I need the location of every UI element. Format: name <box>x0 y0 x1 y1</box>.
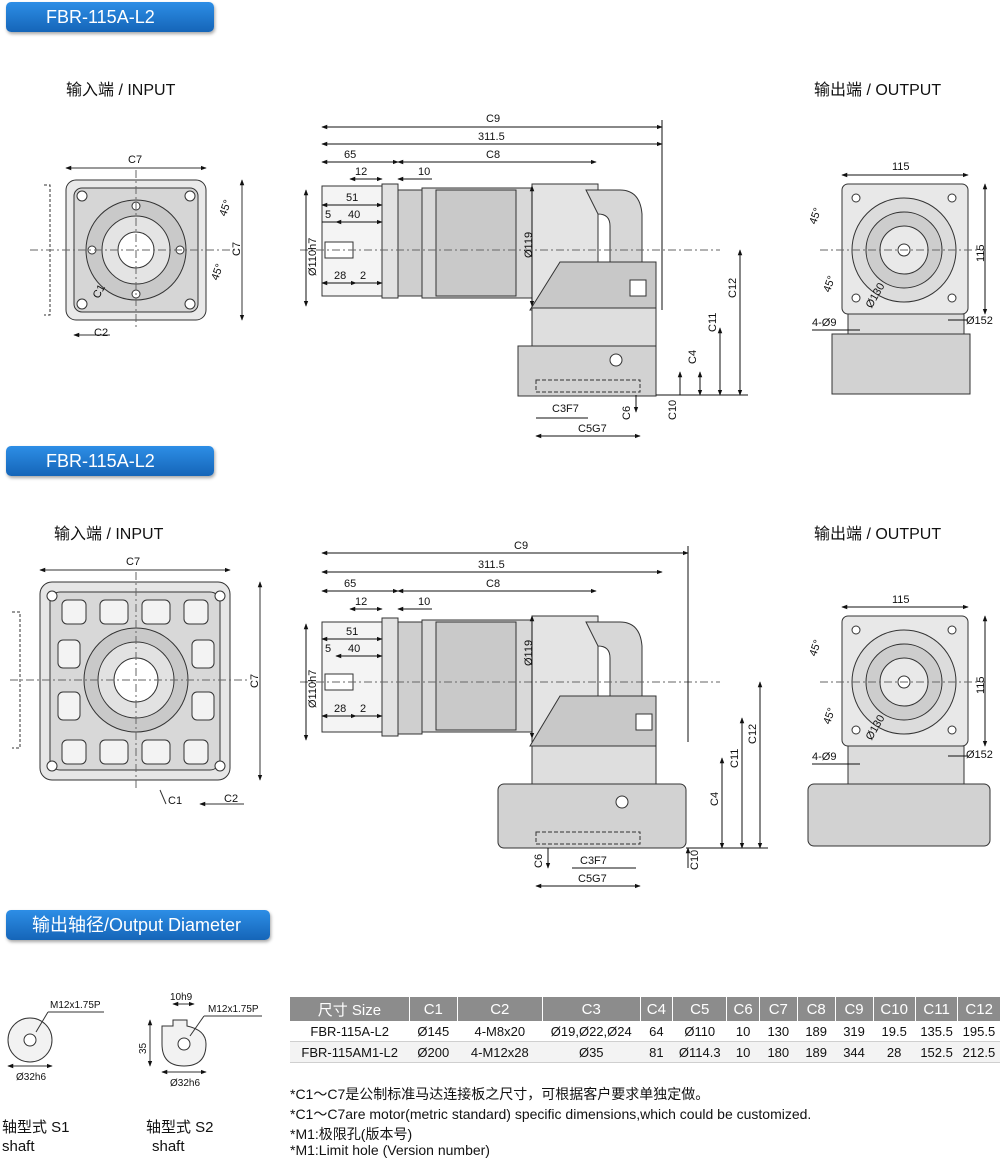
input-view-2 <box>10 567 263 807</box>
dim-c4-1: C4 <box>687 350 699 364</box>
input-label-1: 输入端 / INPUT <box>66 82 176 99</box>
dim-45-d-1: 45° <box>821 274 838 294</box>
dim-10-2: 10 <box>418 596 430 608</box>
dim-45-a-1: 45° <box>217 198 234 218</box>
dim-c3f7-2: C3F7 <box>580 855 607 867</box>
dim-c6-2: C6 <box>533 854 545 868</box>
shaft-s2-label: 轴型式 S2 shaft <box>146 1119 214 1155</box>
dim-45-d-2: 45° <box>821 706 838 726</box>
dim-c1-2: C1 <box>168 795 182 807</box>
output-diameter-title: 输出轴径/Output Diameter <box>6 910 270 940</box>
dim-115-side-1: 115 <box>975 244 987 262</box>
dim-10-1: 10 <box>418 166 430 178</box>
s2-dia: Ø32h6 <box>170 1078 200 1089</box>
output-view-2 <box>807 604 991 847</box>
spec-table: 尺寸 Size C1 C2 C3 C4 C5 C6 C7 C8 C9 C10 C… <box>290 997 1000 1063</box>
dim-311-1: 311.5 <box>478 131 505 143</box>
dim-c11-2: C11 <box>729 749 741 768</box>
dim-c12-1: C12 <box>727 278 739 298</box>
section-title-2: FBR-115A-L2 <box>6 446 214 476</box>
dim-65-1: 65 <box>344 149 356 161</box>
input-view-1 <box>30 165 245 338</box>
dim-c3f7-1: C3F7 <box>552 403 579 415</box>
dim-2-2: 2 <box>360 703 366 715</box>
dim-c7-side-2: C7 <box>249 674 261 688</box>
dim-c2-2: C2 <box>224 793 238 805</box>
shaft-s2-drawing <box>147 1001 262 1075</box>
dim-c7-side-1: C7 <box>231 242 243 256</box>
input-label-2: 输入端 / INPUT <box>54 526 164 543</box>
dim-65-2: 65 <box>344 578 356 590</box>
s2-height: 35 <box>138 1042 149 1054</box>
dim-c10-1: C10 <box>667 400 679 420</box>
dim-c4-2: C4 <box>709 792 721 806</box>
dim-c5g7-1: C5G7 <box>578 423 607 435</box>
dim-c5g7-2: C5G7 <box>578 873 607 885</box>
note-2: *C1～C7are motor(metric standard) specifi… <box>290 1106 812 1122</box>
dim-2-1: 2 <box>360 270 366 282</box>
dim-119-2: Ø119 <box>523 640 535 666</box>
dim-152-2: Ø152 <box>966 749 993 761</box>
dim-28-1: 28 <box>334 270 346 282</box>
dim-51-2: 51 <box>346 626 358 638</box>
side-view-2 <box>300 615 720 849</box>
shaft-s1-label: 轴型式 S1 shaft <box>2 1119 70 1155</box>
dim-c9-1: C9 <box>486 113 500 125</box>
dim-c6-1: C6 <box>621 406 633 420</box>
note-1: *C1～C7是公制标准马达连接板之尺寸，可根据客户要求单独定做。 <box>290 1086 710 1102</box>
dim-40-2: 40 <box>348 643 360 655</box>
shaft-s1-drawing <box>7 1011 104 1069</box>
note-3: *M1:极限孔(版本号) <box>290 1126 413 1142</box>
dim-152-1: Ø152 <box>966 315 993 327</box>
dim-c8-2: C8 <box>486 578 500 590</box>
dim-51-1: 51 <box>346 192 358 204</box>
s1-dia: Ø32h6 <box>16 1072 46 1083</box>
dim-311-2: 311.5 <box>478 559 505 571</box>
s1-thread: M12x1.75P <box>50 1000 101 1011</box>
dim-45-c-2: 45° <box>807 638 824 658</box>
dim-holes-2: 4-Ø9 <box>812 751 836 763</box>
dim-28-2: 28 <box>334 703 346 715</box>
side-dims-2 <box>303 546 768 889</box>
dim-115-top-1: 115 <box>892 161 910 173</box>
dim-c11-1: C11 <box>707 313 719 332</box>
s2-thread: M12x1.75P <box>208 1004 259 1015</box>
dim-c2-1: C2 <box>94 327 108 339</box>
side-dims-1 <box>303 120 748 439</box>
section-title-1: FBR-115A-L2 <box>6 2 214 32</box>
output-view-1 <box>812 172 988 395</box>
dim-12-2: 12 <box>355 596 367 608</box>
dim-115-top-2: 115 <box>892 594 910 606</box>
dim-c7-top-2: C7 <box>126 556 140 568</box>
dim-110-1: Ø110h7 <box>307 238 319 276</box>
dim-45-c-1: 45° <box>807 206 824 226</box>
dim-110-2: Ø110h7 <box>307 670 319 708</box>
dim-c10-2: C10 <box>689 850 701 870</box>
dim-5-1: 5 <box>325 209 331 221</box>
output-label-1: 输出端 / OUTPUT <box>814 82 942 99</box>
output-label-2: 输出端 / OUTPUT <box>814 526 942 543</box>
dim-40-1: 40 <box>348 209 360 221</box>
dim-c7-top-1: C7 <box>128 154 142 166</box>
dim-119-1: Ø119 <box>523 232 535 258</box>
dim-c8-1: C8 <box>486 149 500 161</box>
table-header-row: 尺寸 Size C1 C2 C3 C4 C5 C6 C7 C8 C9 C10 C… <box>290 997 1000 1021</box>
dim-115-side-2: 115 <box>975 676 987 694</box>
dim-5-2: 5 <box>325 643 331 655</box>
s2-key: 10h9 <box>170 992 193 1003</box>
dim-holes-1: 4-Ø9 <box>812 317 836 329</box>
dim-45-b-1: 45° <box>209 262 226 282</box>
note-4: *M1:Limit hole (Version number) <box>290 1142 490 1158</box>
dim-12-1: 12 <box>355 166 367 178</box>
dim-c12-2: C12 <box>747 724 759 744</box>
dim-c9-2: C9 <box>514 540 528 552</box>
side-view-1 <box>300 183 720 397</box>
